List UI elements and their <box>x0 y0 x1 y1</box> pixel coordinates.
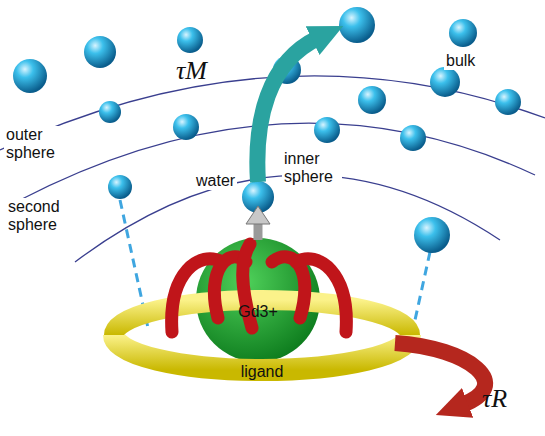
ligand-arms <box>172 244 347 332</box>
water-molecules <box>13 7 521 253</box>
region-label: inner sphere <box>282 150 342 187</box>
region-label: outer sphere <box>4 126 68 163</box>
water-bond-head <box>246 206 270 224</box>
region-label: water <box>194 172 237 190</box>
ligand-ring: ligand <box>237 361 288 383</box>
ligand-ring-back <box>114 300 410 335</box>
water-bond-arrow <box>254 222 263 240</box>
rotation-arrow <box>395 343 485 405</box>
node-text: ligand <box>241 363 284 381</box>
gd-ion: Gd3+ <box>234 301 282 323</box>
region-label: bulk <box>444 52 477 70</box>
node-text: Gd3+ <box>238 303 278 321</box>
time-constant-label: τM <box>176 56 207 86</box>
region-label: second sphere <box>6 198 78 235</box>
time-constant-label: τR <box>482 384 507 414</box>
